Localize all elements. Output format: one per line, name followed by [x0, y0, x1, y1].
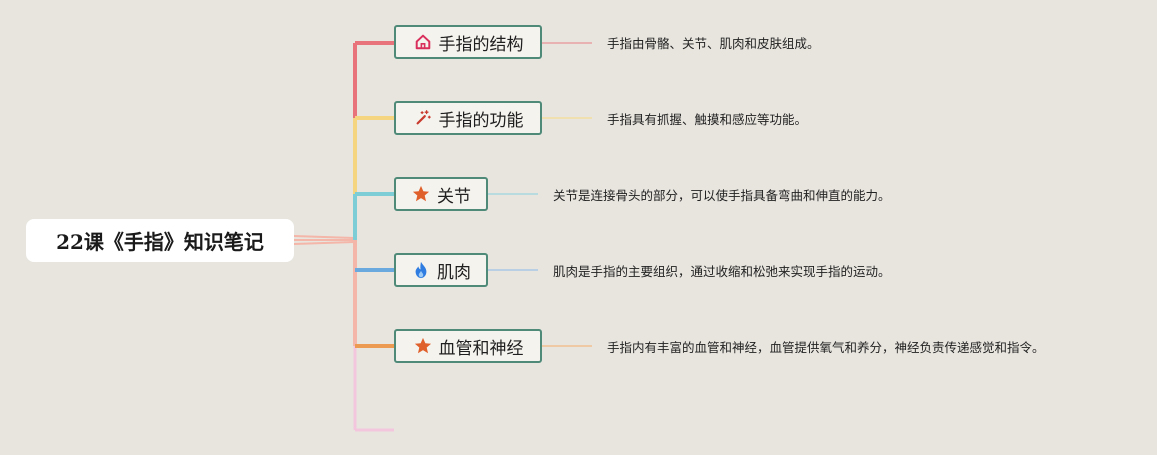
root-topic-title: 22课《手指》知识笔记 — [56, 230, 264, 254]
topic-muscle-label: 肌肉 — [437, 262, 471, 283]
star-icon — [413, 336, 433, 356]
star-icon — [411, 184, 431, 204]
description-function[interactable]: 手指具有抓握、触摸和感应等功能。 — [607, 112, 808, 127]
topic-vessels-nerves[interactable]: 血管和神经 — [394, 329, 542, 363]
topic-structure-label: 手指的结构 — [438, 34, 524, 55]
topic-structure[interactable]: 手指的结构 — [394, 25, 542, 59]
fire-icon — [411, 260, 431, 280]
description-muscle[interactable]: 肌肉是手指的主要组织，通过收缩和松弛来实现手指的运动。 — [553, 264, 891, 279]
topic-joint-label: 关节 — [437, 186, 471, 207]
description-vessels-nerves[interactable]: 手指内有丰富的血管和神经，血管提供氧气和养分，神经负责传递感觉和指令。 — [607, 340, 1045, 355]
topic-joint[interactable]: 关节 — [394, 177, 488, 211]
topic-function[interactable]: 手指的功能 — [394, 101, 542, 135]
description-structure[interactable]: 手指由骨骼、关节、肌肉和皮肤组成。 — [607, 36, 820, 51]
topic-muscle[interactable]: 肌肉 — [394, 253, 488, 287]
root-topic[interactable]: 22课《手指》知识笔记 — [26, 219, 294, 262]
topic-function-label: 手指的功能 — [438, 110, 524, 131]
description-joint[interactable]: 关节是连接骨头的部分，可以使手指具备弯曲和伸直的能力。 — [553, 188, 891, 203]
root-connector — [293, 235, 355, 245]
home-icon — [413, 32, 433, 52]
topic-vessels-nerves-label: 血管和神经 — [438, 338, 524, 359]
magic-wand-icon — [413, 108, 433, 128]
